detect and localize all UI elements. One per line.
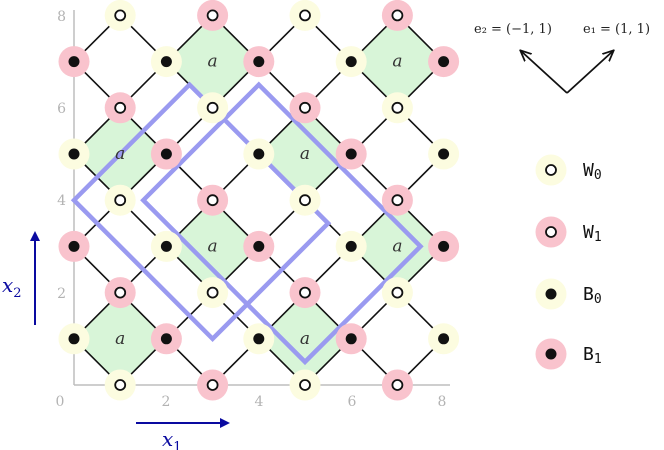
x2-axis-label: x2 xyxy=(2,273,22,301)
vertex-b0 xyxy=(243,138,275,170)
vertex-b1 xyxy=(335,138,367,170)
fundamental-domain-outlines xyxy=(70,81,424,366)
y-tick-label: 6 xyxy=(57,101,66,117)
y-tick-label: 4 xyxy=(57,193,66,209)
vertex-b0 xyxy=(428,323,460,355)
face-label: a xyxy=(208,236,218,256)
face-label: a xyxy=(300,329,310,349)
vertex-b1 xyxy=(335,323,367,355)
legend-label: W1 xyxy=(583,222,602,245)
vertex-w1 xyxy=(104,277,136,309)
vertex-b0 xyxy=(428,138,460,170)
vertex-w0 xyxy=(104,369,136,401)
vertex-w0 xyxy=(104,184,136,216)
vertex-b1 xyxy=(58,46,90,78)
vertex-w1 xyxy=(104,92,136,124)
vertex-w1 xyxy=(381,0,413,31)
e2-arrow-icon xyxy=(521,51,568,94)
legend-label: B1 xyxy=(583,344,602,367)
fundamental-domain xyxy=(70,81,332,342)
legend-marker-icon xyxy=(535,338,567,370)
legend-label: W0 xyxy=(583,160,602,183)
vertex-w1 xyxy=(197,0,229,31)
y-tick-labels: 2 4 6 8 xyxy=(57,9,66,302)
vertex-b1 xyxy=(243,230,275,262)
x-tick-labels: 0 2 4 6 8 xyxy=(56,394,447,410)
legend-label: B0 xyxy=(583,284,602,307)
vertex-w0 xyxy=(381,277,413,309)
vertex-b1 xyxy=(150,138,182,170)
x-tick-label: 2 xyxy=(162,394,171,410)
vertex-w0 xyxy=(289,369,321,401)
vertex-b0 xyxy=(150,230,182,262)
y-tick-label: 8 xyxy=(57,9,66,25)
x-tick-label: 6 xyxy=(348,394,357,410)
vertex-b0 xyxy=(243,323,275,355)
y-tick-label: 2 xyxy=(57,286,66,302)
e1-arrow-icon xyxy=(566,51,613,94)
vertex-w1 xyxy=(197,184,229,216)
face-region xyxy=(258,107,352,201)
vertex-b0 xyxy=(335,230,367,262)
e1-vector-label: e₁ = (1, 1) xyxy=(583,22,650,37)
vertex-w1 xyxy=(289,92,321,124)
x-tick-label: 8 xyxy=(438,394,447,410)
lattice-vertices xyxy=(58,0,460,401)
vertex-w0 xyxy=(104,0,136,31)
vertex-b1 xyxy=(428,46,460,78)
face-label: a xyxy=(115,144,125,164)
vertex-w1 xyxy=(197,369,229,401)
vertex-b0 xyxy=(58,323,90,355)
vertex-b1 xyxy=(150,323,182,355)
legend-item-w1: W1 xyxy=(535,216,602,248)
e2-vector-label: e₂ = (−1, 1) xyxy=(474,22,552,37)
vertex-w0 xyxy=(197,277,229,309)
vertex-b1 xyxy=(58,230,90,262)
legend-item-b0: B0 xyxy=(535,278,602,310)
face-label: a xyxy=(300,144,310,164)
fundamental-domain xyxy=(140,81,424,366)
face-label: a xyxy=(392,52,402,72)
face-label: a xyxy=(392,236,402,256)
x-tick-label: 4 xyxy=(255,394,264,410)
legend-item-b1: B1 xyxy=(535,338,602,370)
vertex-w0 xyxy=(197,92,229,124)
legend-marker-icon xyxy=(535,216,567,248)
vertex-b0 xyxy=(150,46,182,78)
vertex-w0 xyxy=(289,0,321,31)
legend-marker-icon xyxy=(535,154,567,186)
face-labels: a a a a a a a a xyxy=(115,52,402,349)
face-label: a xyxy=(208,52,218,72)
face-label: a xyxy=(115,329,125,349)
x1-axis-label: x1 xyxy=(162,427,182,450)
vertex-b0 xyxy=(335,46,367,78)
x2-direction: x2 xyxy=(2,231,40,325)
x1-direction: x1 xyxy=(136,418,230,450)
basis-vectors: e₂ = (−1, 1) e₁ = (1, 1) xyxy=(474,22,650,94)
vertex-w0 xyxy=(289,184,321,216)
vertex-w1 xyxy=(289,277,321,309)
x-tick-label: 0 xyxy=(56,394,65,410)
vertex-w1 xyxy=(381,184,413,216)
vertex-w0 xyxy=(381,92,413,124)
vertex-b1 xyxy=(243,46,275,78)
vertex-b0 xyxy=(58,138,90,170)
vertex-b1 xyxy=(428,230,460,262)
vertex-w1 xyxy=(381,369,413,401)
legend-item-w0: W0 xyxy=(535,154,602,186)
legend-marker-icon xyxy=(535,278,567,310)
